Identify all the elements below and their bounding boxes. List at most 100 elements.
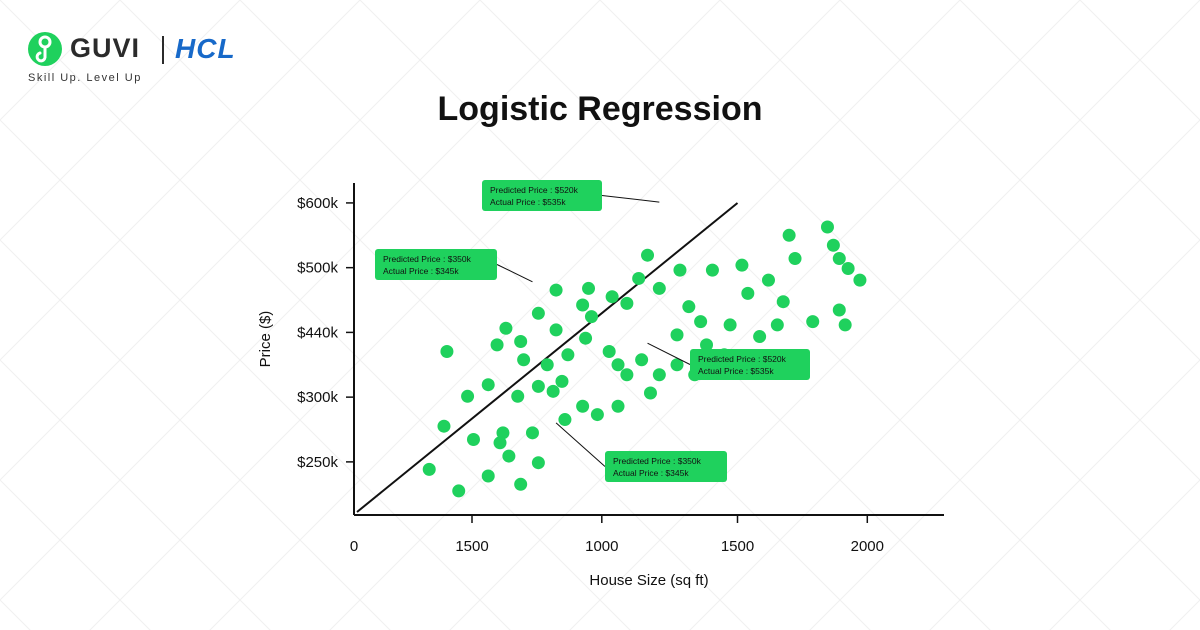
data-point bbox=[582, 281, 596, 295]
brand-divider bbox=[162, 36, 164, 64]
data-point bbox=[531, 456, 545, 470]
brand-logo[interactable]: GUVI HCL Skill Up. Level Up bbox=[28, 30, 328, 86]
data-point bbox=[576, 399, 590, 413]
data-point bbox=[461, 389, 475, 403]
x-axis-label: House Size (sq ft) bbox=[589, 572, 708, 589]
data-point bbox=[652, 281, 666, 295]
data-point bbox=[682, 300, 696, 314]
data-point bbox=[832, 303, 846, 317]
annotation-leader bbox=[555, 422, 606, 467]
data-point bbox=[735, 258, 749, 272]
data-point bbox=[490, 338, 504, 352]
annotation-box bbox=[605, 451, 727, 482]
data-point bbox=[761, 273, 775, 287]
data-point bbox=[540, 358, 554, 372]
data-point bbox=[753, 330, 767, 344]
data-point bbox=[643, 386, 657, 400]
annotation-box bbox=[690, 349, 810, 380]
data-point bbox=[437, 419, 451, 433]
data-point bbox=[694, 315, 708, 329]
data-point bbox=[549, 323, 563, 337]
annotation-box bbox=[482, 180, 602, 211]
annotation-actual: Actual Price : $345k bbox=[383, 266, 459, 276]
brand-tagline: Skill Up. Level Up bbox=[28, 72, 142, 84]
partner-name: HCL bbox=[175, 33, 236, 64]
data-point bbox=[549, 283, 563, 297]
annotation-box bbox=[375, 249, 497, 280]
data-point bbox=[820, 220, 834, 234]
x-tick-label: 1000 bbox=[585, 538, 618, 555]
chart-title: Logistic Regression bbox=[437, 90, 763, 128]
data-point bbox=[670, 328, 684, 342]
data-point bbox=[652, 368, 666, 382]
data-point bbox=[770, 318, 784, 332]
y-tick-label: $500k bbox=[297, 260, 338, 277]
data-point bbox=[481, 378, 495, 392]
data-point bbox=[481, 469, 495, 483]
data-point bbox=[673, 263, 687, 277]
data-point bbox=[422, 462, 436, 476]
data-point bbox=[514, 335, 528, 349]
data-point bbox=[788, 252, 802, 266]
data-point bbox=[782, 228, 796, 242]
regression-line bbox=[356, 202, 739, 513]
data-point bbox=[499, 321, 513, 335]
data-point bbox=[723, 318, 737, 332]
data-point bbox=[826, 238, 840, 252]
data-point bbox=[514, 477, 528, 491]
data-point bbox=[832, 252, 846, 266]
y-tick-label: $300k bbox=[297, 389, 338, 406]
data-point bbox=[590, 408, 604, 422]
data-point bbox=[493, 436, 507, 450]
data-point bbox=[776, 295, 790, 309]
data-point bbox=[605, 290, 619, 304]
x-tick-label: 1500 bbox=[455, 538, 488, 555]
annotation-predicted: Predicted Price : $520k bbox=[490, 185, 579, 195]
data-point bbox=[558, 413, 572, 427]
data-point bbox=[466, 432, 480, 446]
data-point bbox=[531, 379, 545, 393]
data-point bbox=[611, 399, 625, 413]
data-point bbox=[620, 296, 634, 310]
data-point bbox=[635, 353, 649, 367]
data-point bbox=[517, 353, 531, 367]
data-point bbox=[502, 449, 516, 463]
annotation-predicted: Predicted Price : $520k bbox=[698, 354, 787, 364]
data-point bbox=[641, 248, 655, 262]
data-point bbox=[546, 384, 560, 398]
annotation-actual: Actual Price : $535k bbox=[698, 366, 774, 376]
data-point bbox=[806, 315, 820, 329]
annotation-predicted: Predicted Price : $350k bbox=[613, 456, 702, 466]
annotation-actual: Actual Price : $345k bbox=[613, 468, 689, 478]
data-point bbox=[620, 368, 634, 382]
annotation-actual: Actual Price : $535k bbox=[490, 197, 566, 207]
x-tick-label: 0 bbox=[350, 538, 358, 555]
data-point bbox=[838, 318, 852, 332]
guvi-logo-icon bbox=[28, 32, 62, 66]
data-point bbox=[632, 271, 646, 285]
data-point bbox=[525, 426, 539, 440]
data-point bbox=[576, 298, 590, 312]
annotation-predicted: Predicted Price : $350k bbox=[383, 254, 472, 264]
x-tick-label: 1500 bbox=[721, 538, 754, 555]
data-point bbox=[579, 331, 593, 345]
data-point bbox=[511, 389, 525, 403]
data-point bbox=[853, 273, 867, 287]
data-point bbox=[496, 426, 510, 440]
data-point bbox=[531, 306, 545, 320]
data-point bbox=[584, 310, 598, 324]
data-point bbox=[705, 263, 719, 277]
data-point bbox=[670, 358, 684, 372]
y-tick-label: $250k bbox=[297, 454, 338, 471]
data-point bbox=[452, 484, 466, 498]
annotation-leader bbox=[601, 195, 660, 203]
data-point bbox=[602, 344, 616, 358]
data-point bbox=[841, 261, 855, 275]
data-point bbox=[555, 374, 569, 388]
y-tick-label: $440k bbox=[297, 324, 338, 341]
y-axis-label: Price ($) bbox=[257, 311, 274, 368]
data-point bbox=[561, 348, 575, 362]
data-point bbox=[440, 344, 454, 358]
data-point bbox=[700, 338, 714, 352]
